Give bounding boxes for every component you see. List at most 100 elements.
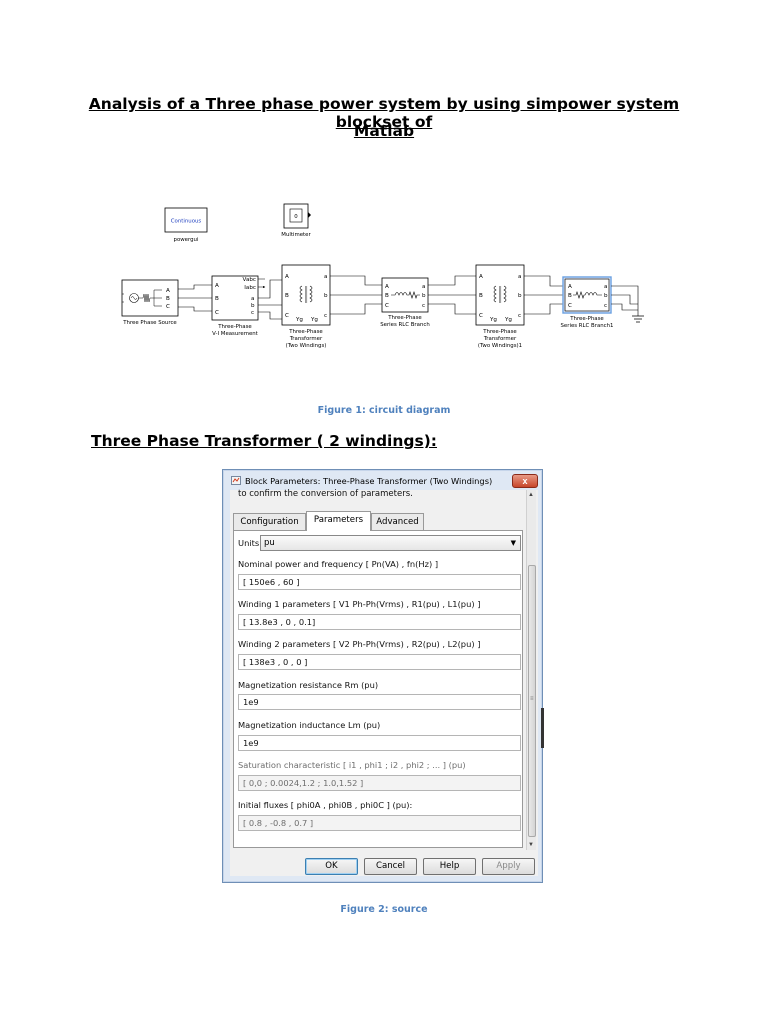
figure-2-caption: Figure 2: source [340,904,428,915]
rlc2-port-A: A [568,284,572,290]
t1-winding-2: Yg [310,317,318,323]
block-parameters-dialog: Block Parameters: Three-Phase Transforme… [222,469,543,883]
tab-parameters[interactable]: Parameters [306,511,371,531]
document-title-line-2: Matlab [353,122,415,140]
vi-port-iabc: Iabc [244,285,256,291]
t1-port-b: b [324,293,328,299]
multimeter-label: Multimeter [281,232,311,238]
initial-fluxes-field: [ 0.8 , -0.8 , 0.7 ] [238,815,521,831]
source-label: Three Phase Source [122,320,177,326]
winding-2-label: Winding 2 parameters [ V2 Ph-Ph(Vrms) , … [238,639,481,649]
vi-label-1: Three-Phase [217,324,252,330]
t2-port-b: b [518,293,522,299]
tab-configuration[interactable]: Configuration [233,513,306,530]
t2-port-A: A [479,274,483,280]
figure-1-caption: Figure 1: circuit diagram [317,405,451,416]
simulink-app-icon [231,476,241,485]
ground-symbol [632,315,644,323]
source-port-B: B [166,296,170,302]
t2-label-3: (Two Windings)1 [478,343,522,349]
rlc1-label-2: Series RLC Branch [380,322,430,328]
rlc1-port-B: B [385,293,389,299]
vertical-scrollbar[interactable]: ▲ ≡ ▼ [526,490,536,850]
cancel-button[interactable]: Cancel [364,858,417,875]
t2-label-1: Three-Phase [482,329,517,335]
t1-port-B: B [285,293,289,299]
circuit-diagram: Continuous powergui 0 Multimeter A B C T… [121,203,644,349]
close-button[interactable]: x [512,474,538,488]
t2-winding-2: Yg [504,317,512,323]
dialog-title: Block Parameters: Three-Phase Transforme… [245,476,493,486]
dialog-titlebar[interactable]: Block Parameters: Three-Phase Transforme… [223,470,542,490]
transformer-1-block[interactable]: A B C a b c Yg Yg Three-Phase Transforme… [281,264,331,349]
t2-port-C: C [479,313,483,319]
rlc-branch-2-block[interactable]: A B C a b c Three-Phase Series RLC Branc… [561,276,614,329]
section-heading: Three Phase Transformer ( 2 windings): [91,432,438,450]
units-dropdown[interactable]: pu ▼ [260,535,521,551]
saturation-characteristic-field: [ 0,0 ; 0.0024,1.2 ; 1.0,1.52 ] [238,775,521,791]
tab-advanced[interactable]: Advanced [371,513,424,530]
rlc1-port-C: C [385,303,389,309]
dropdown-arrow-icon: ▼ [510,539,516,547]
rlc2-port-b: b [604,293,608,299]
multimeter-block[interactable]: 0 Multimeter [281,203,311,238]
scroll-grip-icon: ≡ [530,696,534,702]
vi-port-B: B [215,296,219,302]
t1-label-2: Transformer [289,336,323,342]
document-title-line-1: Analysis of a Three phase power system b… [88,95,680,131]
rlc1-port-A: A [385,284,389,290]
scrollbar-thumb[interactable]: ≡ [528,565,536,837]
vi-port-b: b [251,303,255,309]
t1-port-c: c [324,313,327,319]
scroll-down-icon[interactable]: ▼ [528,842,534,848]
vi-port-A: A [215,283,219,289]
rlc-branch-1-block[interactable]: A B C a b c Three-Phase Series RLC Branc… [380,277,430,328]
nominal-power-field[interactable]: [ 150e6 , 60 ] [238,574,521,590]
rlc1-port-c: c [422,303,425,309]
vi-port-C: C [215,310,219,316]
dialog-description-partial: to confirm the conversion of parameters. [238,489,413,499]
t1-port-A: A [285,274,289,280]
rlc2-port-a: a [604,284,607,290]
saturation-characteristic-label: Saturation characteristic [ i1 , phi1 ; … [238,760,466,770]
dialog-client-area: to confirm the conversion of parameters.… [230,489,538,876]
rlc2-port-c: c [604,303,607,309]
transformer-2-block[interactable]: A B C a b c Yg Yg Three-Phase Transforme… [475,264,525,349]
powergui-label: powergui [174,237,199,243]
initial-fluxes-label: Initial fluxes [ phi0A , phi0B , phi0C ]… [238,800,413,810]
rlc1-label-1: Three-Phase [387,315,422,321]
rlc2-label-1: Three-Phase [569,316,604,322]
apply-button[interactable]: Apply [482,858,535,875]
powergui-block[interactable]: Continuous powergui [164,207,208,243]
parameters-panel: Units pu ▼ Nominal power and frequency [… [233,530,523,848]
t2-label-2: Transformer [483,336,517,342]
magnetization-inductance-field[interactable]: 1e9 [238,735,521,751]
scroll-up-icon[interactable]: ▲ [528,492,534,498]
close-icon: x [522,476,528,486]
three-phase-source-block[interactable]: A B C Three Phase Source [121,279,179,326]
vi-measurement-block[interactable]: A B C Vabc Iabc a b c Three-Phase V-I Me… [211,275,259,337]
vi-port-c: c [251,310,254,316]
magnetization-inductance-label: Magnetization inductance Lm (pu) [238,720,381,730]
winding-1-field[interactable]: [ 13.8e3 , 0 , 0.1] [238,614,521,630]
winding-2-field[interactable]: [ 138e3 , 0 , 0 ] [238,654,521,670]
rlc2-port-C: C [568,303,572,309]
t2-port-a: a [518,274,521,280]
help-button[interactable]: Help [423,858,476,875]
t2-port-B: B [479,293,483,299]
ok-button[interactable]: OK [305,858,358,875]
rlc2-port-B: B [568,293,572,299]
t1-label-1: Three-Phase [288,329,323,335]
t2-winding-1: Yg [489,317,497,323]
t1-port-a: a [324,274,327,280]
multimeter-value: 0 [294,214,298,220]
source-port-C: C [166,304,170,310]
magnetization-resistance-field[interactable]: 1e9 [238,694,521,710]
vi-port-a: a [251,296,254,302]
t1-winding-1: Yg [295,317,303,323]
powergui-text: Continuous [171,219,202,225]
t1-label-3: (Two Windings) [286,343,327,349]
vi-port-vabc: Vabc [243,277,256,283]
t1-port-C: C [285,313,289,319]
window-edge-divider [541,708,544,748]
